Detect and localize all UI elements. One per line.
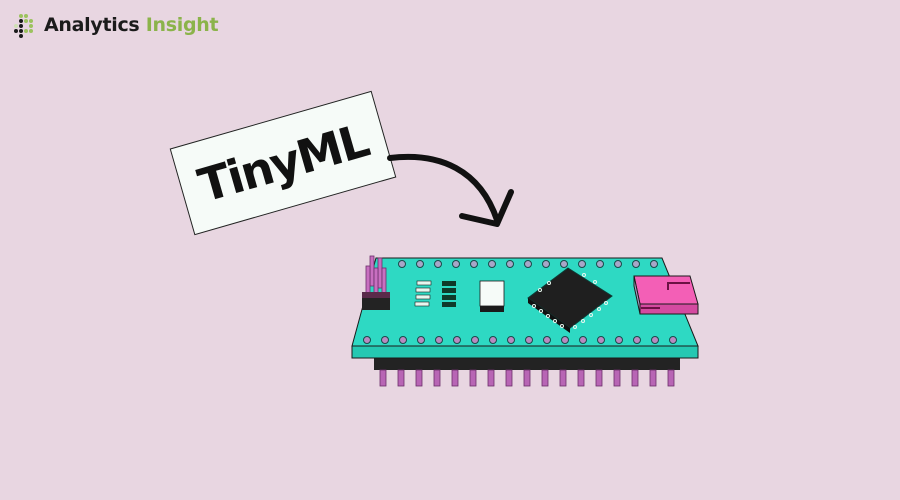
top-pin-row: [398, 260, 658, 268]
logo-dots-icon: [14, 14, 33, 38]
bottom-pin-row: [363, 336, 677, 344]
microcontroller-board: [351, 257, 699, 359]
brand-name-part1: Analytics: [44, 14, 140, 36]
curved-arrow-icon: [387, 153, 514, 227]
usb-connector: [633, 275, 699, 315]
brand-name: Analytics Insight: [44, 14, 219, 36]
brand-logo[interactable]: Analytics Insight: [12, 12, 219, 38]
resistor-array-light: [414, 280, 432, 307]
white-component: [479, 280, 505, 312]
resistor-array-dark: [442, 281, 456, 307]
bottom-pin-header: [374, 358, 680, 387]
left-pin-header: [362, 255, 390, 310]
brand-name-part2: Insight: [145, 14, 219, 36]
mcu-chip: [527, 267, 613, 333]
